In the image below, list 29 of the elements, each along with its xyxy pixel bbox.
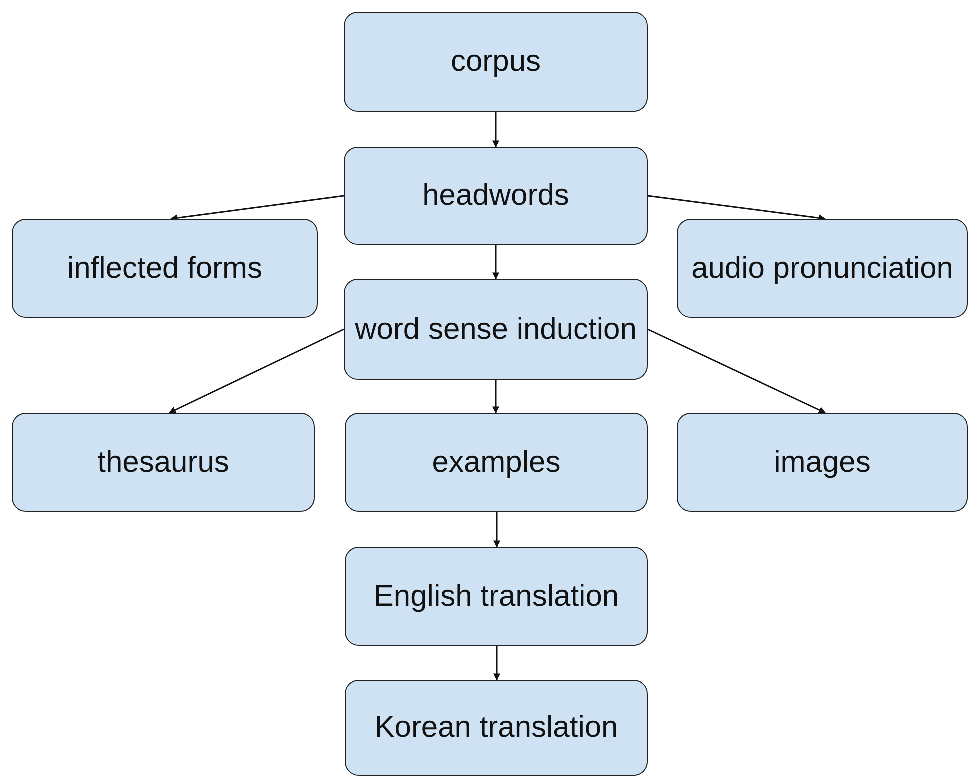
box-label: examples bbox=[432, 444, 561, 480]
arrow bbox=[492, 112, 500, 148]
process-box bbox=[12, 413, 315, 512]
arrow bbox=[494, 646, 500, 681]
box-label: Korean translation bbox=[374, 710, 618, 746]
process-box bbox=[345, 547, 648, 646]
process-box bbox=[345, 680, 648, 776]
arrow bbox=[492, 245, 500, 280]
arrow bbox=[170, 195, 344, 222]
arrow bbox=[492, 380, 500, 414]
box-label: English translation bbox=[374, 578, 620, 614]
arrow bbox=[648, 328, 826, 414]
arrow bbox=[648, 195, 826, 222]
box-label: word sense induction bbox=[355, 312, 637, 348]
box-label: inflected forms bbox=[67, 250, 263, 286]
process-box bbox=[344, 279, 648, 380]
box-label: audio pronunciation bbox=[692, 250, 954, 286]
arrow bbox=[494, 512, 500, 548]
process-box bbox=[344, 147, 648, 245]
arrow bbox=[168, 328, 344, 414]
box-label: thesaurus bbox=[98, 444, 230, 480]
process-box bbox=[344, 12, 648, 112]
box-label: images bbox=[774, 444, 871, 480]
process-box bbox=[677, 219, 968, 318]
box-label: headwords bbox=[422, 178, 570, 214]
process-box bbox=[345, 413, 648, 512]
process-box bbox=[677, 413, 968, 512]
box-label: corpus bbox=[450, 44, 542, 80]
process-box bbox=[12, 219, 318, 318]
